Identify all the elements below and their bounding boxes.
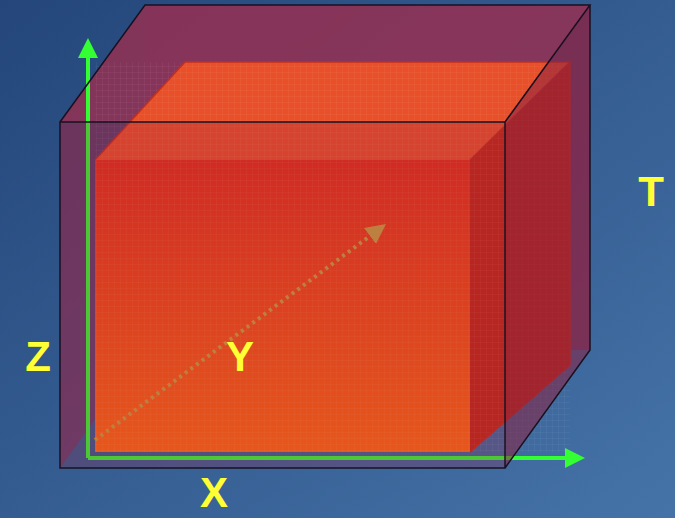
axis-label: X: [200, 472, 228, 514]
cube-edges: [60, 5, 590, 468]
front-face: [60, 122, 505, 468]
axis-label: T: [638, 171, 664, 213]
axis-label: Y: [226, 336, 254, 378]
axis-label: Z: [25, 336, 51, 378]
right-face: [505, 5, 590, 468]
